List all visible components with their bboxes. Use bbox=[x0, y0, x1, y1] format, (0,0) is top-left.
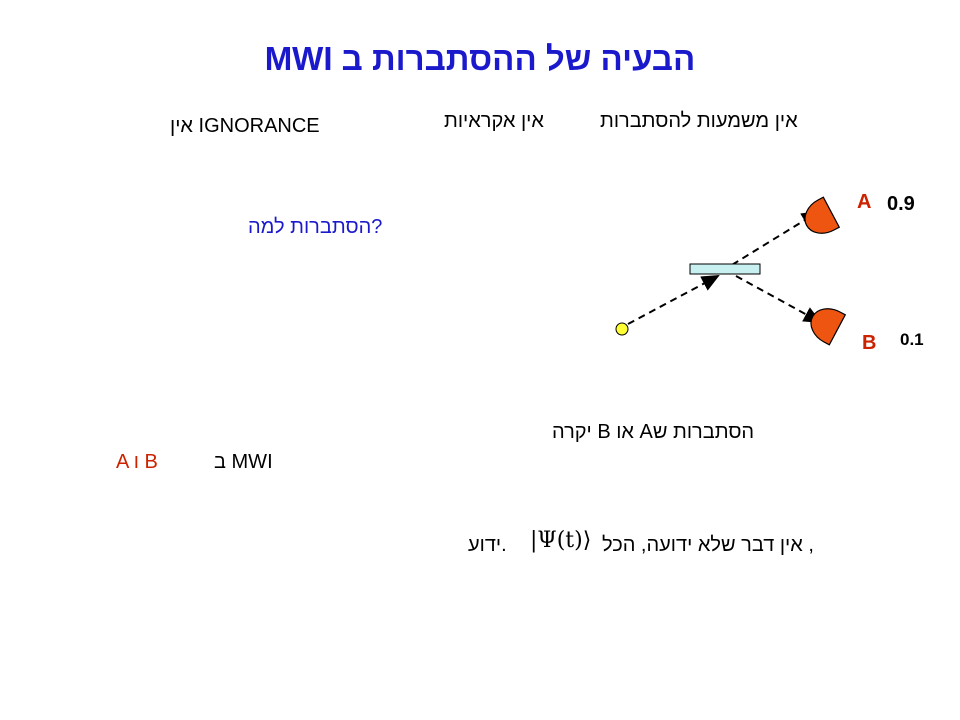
beam-splitter bbox=[689, 263, 761, 275]
detector-b bbox=[810, 308, 847, 346]
detector-b-label: B bbox=[862, 332, 877, 354]
probability-statement: הסתברות שA או B יקרה bbox=[552, 421, 755, 443]
detector-a-label: A bbox=[857, 191, 872, 213]
known-text-after: ידוע. bbox=[468, 534, 507, 556]
probability-question: הסתברות למה? bbox=[248, 216, 383, 238]
page-title: הבעיה של ההסתברות ב MWI bbox=[264, 40, 696, 77]
known-text-before: אין דבר שלא ידועה, הכל , bbox=[602, 534, 814, 556]
detector-b-probability: 0.1 bbox=[900, 330, 924, 349]
photon-source bbox=[615, 322, 629, 336]
no-ignorance-text: אין IGNORANCE bbox=[170, 115, 320, 137]
detector-a-probability: 0.9 bbox=[887, 193, 915, 215]
reflected-beam-a bbox=[721, 210, 820, 272]
detector-a bbox=[804, 196, 841, 234]
incoming-beam bbox=[627, 275, 720, 325]
transmitted-beam-b bbox=[735, 275, 822, 323]
mwi-outcome: A ו B bbox=[116, 451, 158, 473]
state-vector: |Ψ(t)⟩ bbox=[530, 528, 592, 553]
mwi-prefix: ב MWI bbox=[214, 451, 273, 473]
no-randomness-text: אין אקראיות bbox=[444, 110, 544, 132]
no-meaning-text: אין משמעות להסתברות bbox=[600, 110, 798, 132]
